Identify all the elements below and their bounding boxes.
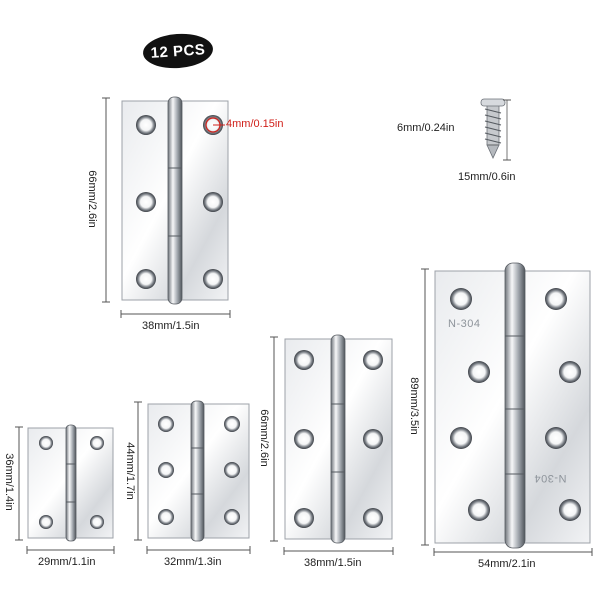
screw-length-label: 15mm/0.6in xyxy=(458,171,516,183)
hinge-1-width-label: 38mm/1.5in xyxy=(142,320,200,332)
hinge-29x36 xyxy=(15,424,115,554)
hinge-5-height-label: 89mm/3.5in xyxy=(408,377,420,435)
hinge-3-width-label: 32mm/1.3in xyxy=(164,556,222,568)
hinge-stamp-text: N-304 xyxy=(448,318,481,330)
hole-diameter-label: 4mm/0.15in xyxy=(226,118,284,130)
screw-head-label: 6mm/0.24in xyxy=(397,122,455,134)
hinge-54x89 xyxy=(421,262,593,556)
hinge-3-height-label: 44mm/1.7in xyxy=(124,442,136,500)
hinge-2-width-label: 29mm/1.1in xyxy=(38,556,96,568)
hinge-4-height-label: 66mm/2.6in xyxy=(258,409,270,467)
hinge-stamp-text-rotated: N-304 xyxy=(534,472,567,484)
screw-illustration xyxy=(480,98,511,161)
hinge-32x44 xyxy=(134,400,251,554)
hinge-5-width-label: 54mm/2.1in xyxy=(478,558,536,570)
hinge-38x66-bottom xyxy=(270,334,394,555)
hinge-38x66-top xyxy=(102,96,231,318)
hinge-2-height-label: 36mm/1.4in xyxy=(3,453,15,511)
hinge-1-height-label: 66mm/2.6in xyxy=(86,170,98,228)
hinge-4-width-label: 38mm/1.5in xyxy=(304,557,362,569)
